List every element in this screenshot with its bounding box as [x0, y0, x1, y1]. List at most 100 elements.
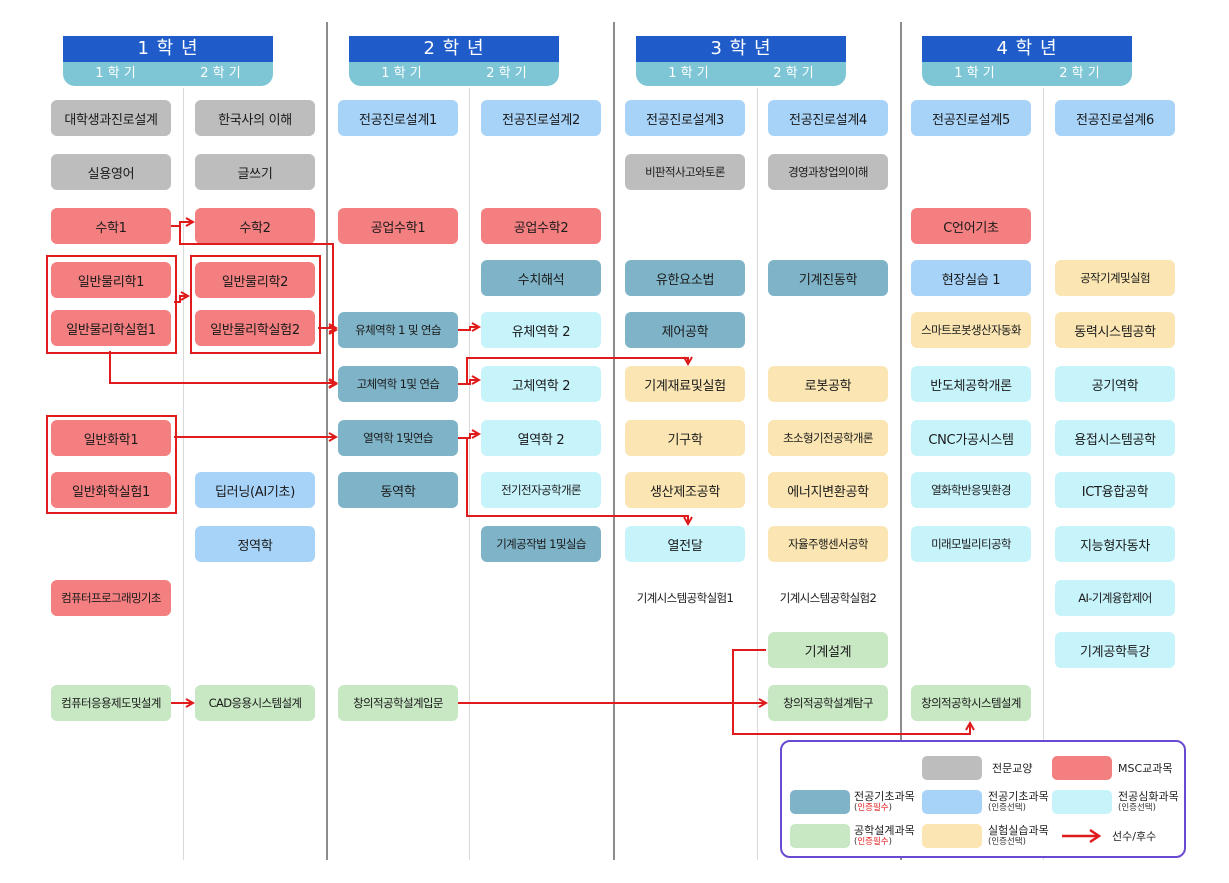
year-3-semester-band: 1 학 기 2 학 기: [636, 62, 846, 86]
course-box: 열전달: [625, 526, 745, 562]
legend-swatch-basic-elective: [922, 790, 982, 814]
legend-label-advanced-elective: 전공심화과목: [1118, 790, 1179, 803]
course-box: 딥러닝(AI기초): [195, 472, 315, 508]
legend-label-lab-elective: 실험실습과목: [988, 824, 1049, 837]
semester-divider: [183, 88, 184, 860]
legend-item-design-required: 공학설계과목 (인증필수): [854, 824, 915, 847]
year-4-semester-band: 1 학 기 2 학 기: [922, 62, 1132, 86]
course-box: 로봇공학: [768, 366, 888, 402]
course-box: CNC가공시스템: [911, 420, 1031, 456]
legend-note: (인증선택): [988, 803, 1026, 813]
course-box: 한국사의 이해: [195, 100, 315, 136]
arrow-fluid1-fluid2: [458, 327, 479, 330]
chemistry-group-frame: [46, 415, 177, 514]
course-box: AI-기계융합제어: [1055, 580, 1175, 616]
legend-arrow-icon: [1062, 828, 1102, 844]
legend-note: (인증필수): [854, 803, 892, 813]
arrow-design-loop: [732, 649, 970, 735]
course-box: 글쓰기: [195, 154, 315, 190]
course-box: 기계재료및실험: [625, 366, 745, 402]
legend-label-prerequisite: 선수/후수: [1112, 830, 1157, 843]
year-divider: [326, 22, 328, 860]
course-box: 일반화학1: [51, 420, 171, 456]
year-2-semester-band: 1 학 기 2 학 기: [349, 62, 559, 86]
legend-label-msc: MSC교과목: [1118, 762, 1173, 775]
arrow-solid1-materials: [466, 358, 688, 384]
course-box: 고체역학 1및 연습: [338, 366, 458, 402]
course-box: 기계진동학: [768, 260, 888, 296]
semester-2-label: 2 학 기: [200, 66, 241, 81]
course-box: 공업수학1: [338, 208, 458, 244]
course-box: 경영과창업의이해: [768, 154, 888, 190]
course-box: 일반물리학1: [51, 262, 171, 298]
semester-2-label: 2 학 기: [486, 66, 527, 81]
course-box: 전기전자공학개론: [481, 472, 601, 508]
legend-item-advanced-elective: 전공심화과목 (인증선택): [1118, 790, 1179, 813]
course-box: 공기역학: [1055, 366, 1175, 402]
course-box: 에너지변환공학: [768, 472, 888, 508]
course-box: 창의적공학시스템설계: [911, 685, 1031, 721]
course-box: 일반물리학2: [195, 262, 315, 298]
legend-item-basic-required: 전공기초과목 (인증필수): [854, 790, 915, 813]
course-box: C언어기초: [911, 208, 1031, 244]
course-box: 수학1: [51, 208, 171, 244]
course-box: 초소형기전공학개론: [768, 420, 888, 456]
course-box: 공업수학2: [481, 208, 601, 244]
course-box: 비판적사고와토론: [625, 154, 745, 190]
legend-swatch-msc: [1052, 756, 1112, 780]
legend-note-required: 인증필수: [857, 837, 889, 847]
year-divider: [613, 22, 615, 860]
course-box: 기계공학특강: [1055, 632, 1175, 668]
course-box: 유체역학 2: [481, 312, 601, 348]
course-box: 일반물리학실험1: [51, 310, 171, 346]
course-box: 수학2: [195, 208, 315, 244]
legend-note: (인증필수): [854, 837, 892, 847]
arrow-math1-solid1: [333, 330, 336, 384]
course-box: 열역학 2: [481, 420, 601, 456]
course-box: 기계시스템공학실험2: [779, 591, 877, 605]
course-box: 기구학: [625, 420, 745, 456]
arrow-thermo1-heat: [466, 438, 688, 524]
course-box: 현장실습 1: [911, 260, 1031, 296]
course-box: 반도체공학개론: [911, 366, 1031, 402]
course-box: 수치해석: [481, 260, 601, 296]
semester-divider: [469, 88, 470, 860]
legend-item-basic-elective: 전공기초과목 (인증선택): [988, 790, 1049, 813]
year-2-title: 2 학 년: [349, 36, 559, 62]
course-box: 미래모빌리티공학: [911, 526, 1031, 562]
arrow-math1-math2: [171, 222, 193, 227]
year-divider: [900, 22, 902, 860]
course-box: 전공진로설계6: [1055, 100, 1175, 136]
course-box: 기계공작법 1및실습: [481, 526, 601, 562]
legend-item-lab-elective: 실험실습과목 (인증선택): [988, 824, 1049, 847]
semester-2-label: 2 학 기: [1059, 66, 1100, 81]
arrow-physics1-physics2: [174, 296, 188, 303]
year-3-title: 3 학 년: [636, 36, 846, 62]
course-box: 생산제조공학: [625, 472, 745, 508]
course-box: 열역학 1및연습: [338, 420, 458, 456]
course-box: ICT융합공학: [1055, 472, 1175, 508]
course-box: 동력시스템공학: [1055, 312, 1175, 348]
course-box: 제어공학: [625, 312, 745, 348]
course-box: 컴퓨터프로그래밍기초: [51, 580, 171, 616]
physics-2-group-frame: [190, 255, 321, 354]
course-box: 창의적공학설계탐구: [768, 685, 888, 721]
course-box: CAD응용시스템설계: [195, 685, 315, 721]
course-box: 자율주행센서공학: [768, 526, 888, 562]
legend: 전문교양 MSC교과목 전공기초과목 (인증필수) 전공기초과목 (인증선택) …: [780, 740, 1186, 858]
course-box: 유체역학 1 및 연습: [338, 312, 458, 348]
course-box: 전공진로설계2: [481, 100, 601, 136]
legend-label-basic-elective: 전공기초과목: [988, 790, 1049, 803]
year-4-title: 4 학 년: [922, 36, 1132, 62]
semester-1-label: 1 학 기: [954, 66, 995, 81]
legend-label-design-required: 공학설계과목: [854, 824, 915, 837]
year-1-semester-band: 1 학 기 2 학 기: [63, 62, 273, 86]
legend-note: (인증선택): [1118, 803, 1156, 813]
course-box: 유한요소법: [625, 260, 745, 296]
legend-swatch-advanced-elective: [1052, 790, 1112, 814]
legend-swatch-lab-elective: [922, 824, 982, 848]
arrow-solid1-solid2: [458, 380, 479, 385]
semester-1-label: 1 학 기: [668, 66, 709, 81]
